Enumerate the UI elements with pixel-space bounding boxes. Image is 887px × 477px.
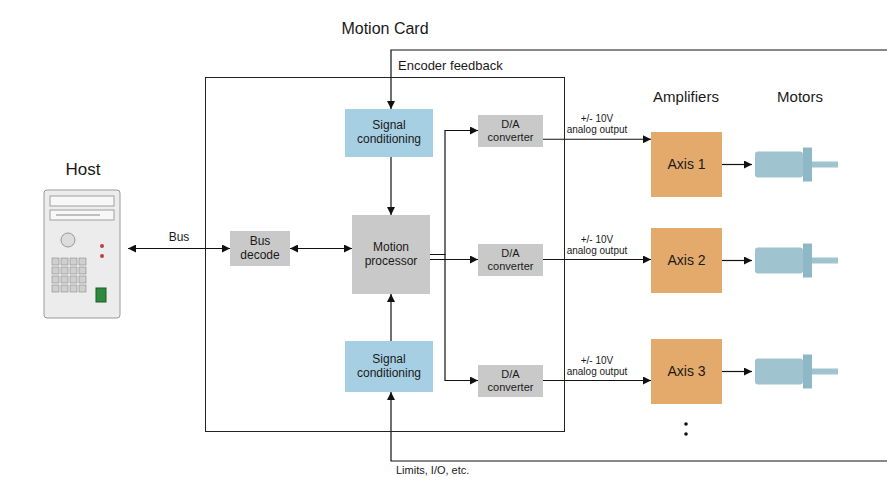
connector-arrow [543, 139, 651, 140]
key [61, 258, 68, 265]
motor-symbol [722, 355, 838, 389]
node-label: D/A converter [478, 247, 543, 272]
node-label: Signal conditioning [345, 119, 433, 147]
edge-label: +/- 10V analog output [566, 113, 629, 135]
key [52, 258, 59, 265]
edge-label: +/- 10V analog output [566, 355, 629, 377]
key [61, 267, 68, 274]
connector-arrow [128, 248, 230, 249]
key [70, 258, 77, 265]
edge-label: Bus [169, 231, 190, 244]
key [79, 285, 86, 292]
motion-processor-box: Motion processor [352, 215, 430, 294]
connector-arrow [430, 259, 478, 260]
amplifier-box: Axis 3 [651, 339, 722, 404]
signal-label: Limits, I/O, etc. [396, 464, 469, 477]
converter-box: D/A converter [478, 365, 543, 397]
connector-arrow [430, 131, 478, 255]
key [70, 285, 77, 292]
motor-symbol [722, 244, 838, 278]
converter-box: D/A converter [478, 115, 543, 147]
column-heading: Amplifiers [653, 88, 719, 105]
bus-decode-box: Bus decode [230, 231, 290, 266]
node-label: Signal conditioning [345, 353, 433, 381]
limits-io-wire [391, 392, 887, 461]
connector-arrow [543, 380, 651, 381]
edge-label: +/- 10V analog output [566, 234, 629, 256]
key [61, 276, 68, 283]
continuation-dots [684, 422, 688, 436]
amplifier-box: Axis 2 [651, 228, 722, 293]
node-label: D/A converter [478, 368, 543, 393]
encoder-feedback-wire [391, 50, 887, 109]
connector-arrow [543, 259, 651, 260]
converter-box: D/A converter [478, 244, 543, 276]
node-label: Axis 1 [663, 156, 709, 172]
node-label: Motion processor [352, 241, 430, 269]
connector-arrow [390, 294, 391, 341]
connector-arrow [290, 248, 352, 249]
connector-arrow [390, 157, 391, 215]
motor-symbol [722, 148, 838, 182]
node-label: Bus decode [230, 235, 290, 263]
node-label: Axis 2 [663, 252, 709, 268]
key [79, 258, 86, 265]
node-label: D/A converter [478, 118, 543, 143]
key [79, 267, 86, 274]
key [70, 276, 77, 283]
key [52, 285, 59, 292]
node-label: Axis 3 [663, 363, 709, 379]
signal-conditioning-box: Signal conditioning [345, 341, 433, 392]
key [61, 285, 68, 292]
key [70, 267, 77, 274]
key [79, 276, 86, 283]
column-heading: Motors [777, 88, 823, 105]
key [52, 276, 59, 283]
signal-conditioning-box: Signal conditioning [345, 109, 433, 157]
amplifier-box: Axis 1 [651, 132, 722, 197]
keypad [52, 258, 86, 292]
connector-arrow [430, 255, 478, 381]
host-computer [44, 190, 120, 318]
node-heading: Host [62, 158, 105, 182]
motor-group [722, 148, 838, 389]
motion-card-box: Motion CardSignal conditioningBus decode… [205, 18, 565, 432]
key [52, 267, 59, 274]
host-node: Host [38, 158, 128, 320]
signal-label: Encoder feedback [398, 59, 503, 74]
node-heading: Motion Card [337, 18, 432, 40]
